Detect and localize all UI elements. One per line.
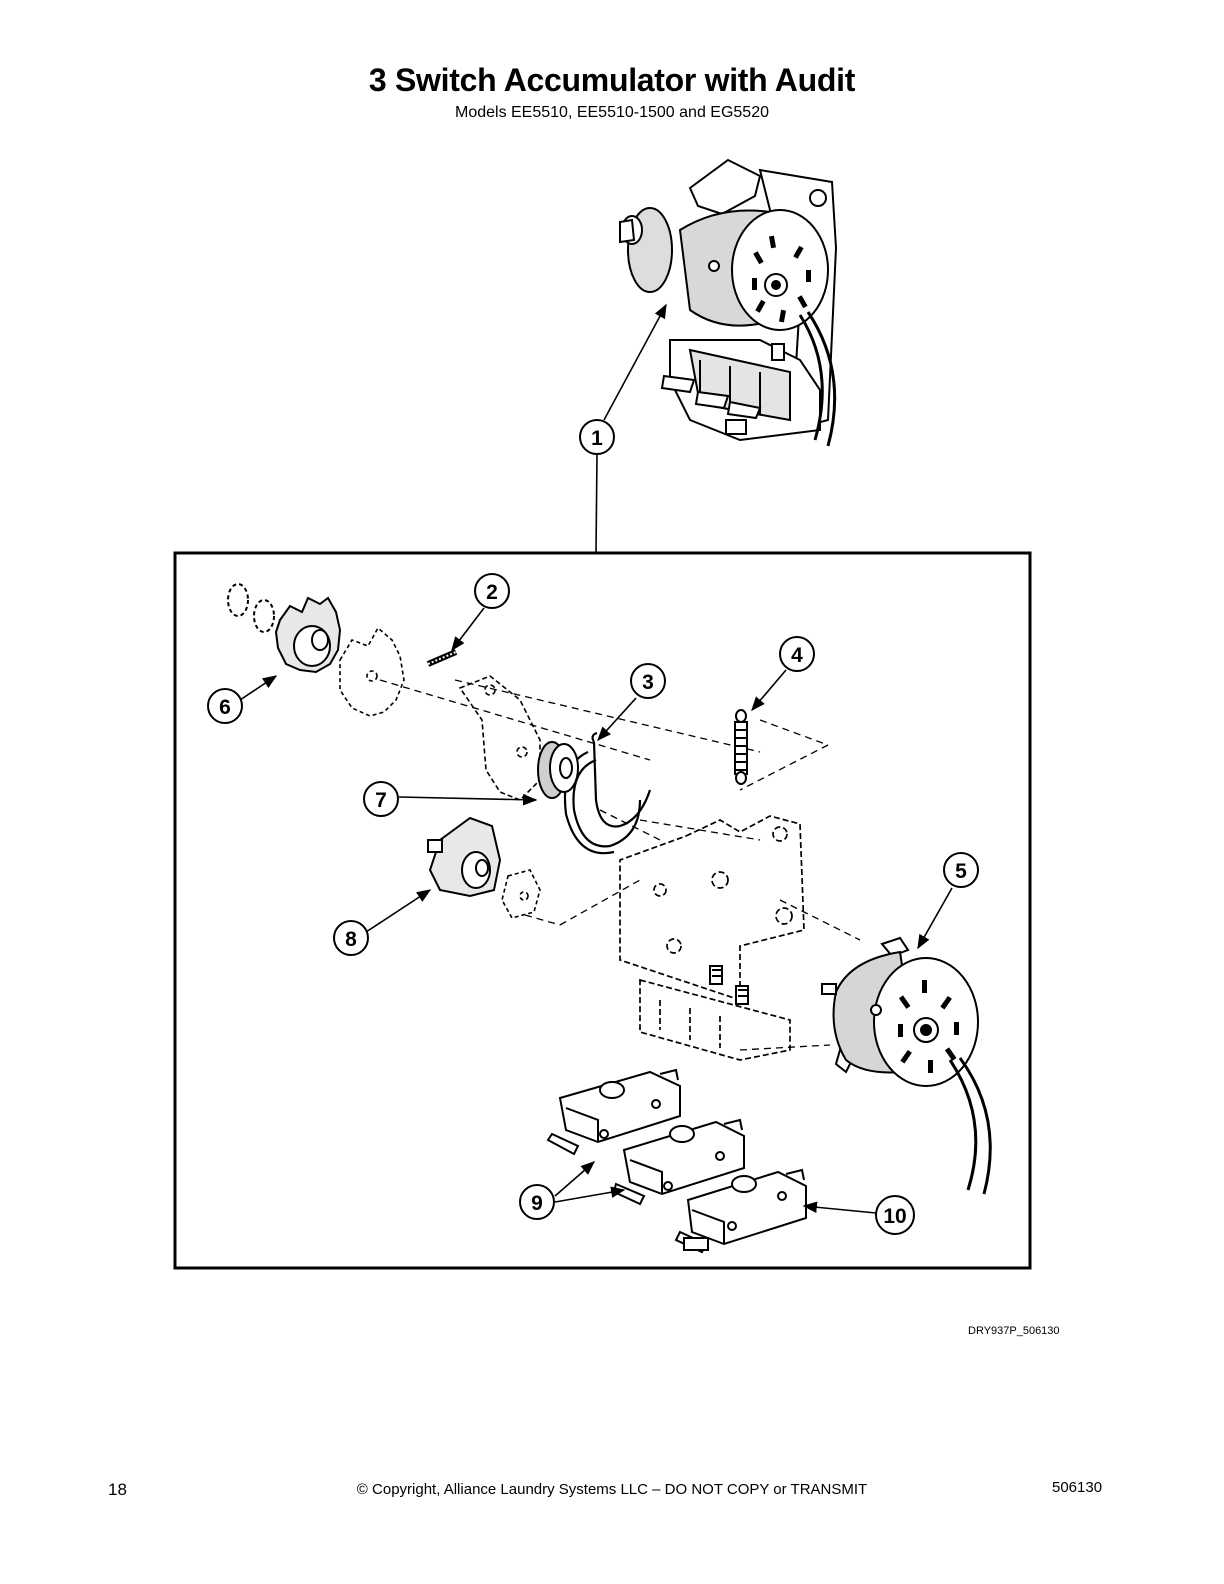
- part-9-switch-b: [612, 1118, 745, 1206]
- bracket-frame-ghost: [619, 815, 805, 1061]
- callout-8-circle: [333, 920, 369, 956]
- part-7-bushing: [537, 741, 579, 799]
- callout-2-circle: [474, 573, 510, 609]
- part-9-switch-a: [546, 1068, 681, 1156]
- callout-5-circle: [943, 852, 979, 888]
- part-10-switch: [674, 1168, 807, 1254]
- callout-leaders: [239, 607, 953, 1214]
- part-8-cam: [427, 816, 502, 898]
- callout-1-label: 1: [591, 427, 603, 450]
- callout-2-label: 2: [486, 581, 498, 604]
- gear-ghost: [339, 626, 405, 717]
- callout-3-label: 3: [642, 671, 654, 694]
- callout-8-label: 8: [345, 928, 357, 951]
- callout-1-leader: [595, 303, 667, 554]
- page-title: 3 Switch Accumulator with Audit: [368, 62, 856, 98]
- callout-5-label: 5: [955, 860, 967, 883]
- callout-10-circle: [875, 1195, 915, 1235]
- exploded-view-frame: [173, 551, 1032, 1270]
- lever-plate-ghost: [458, 675, 541, 801]
- callout-1-circle: [579, 419, 615, 455]
- callout-7-label: 7: [375, 789, 387, 812]
- part-5-motor: [821, 936, 992, 1195]
- callout-10-label: 10: [883, 1205, 906, 1228]
- part-6-cam-gear: [227, 583, 342, 674]
- figure-id: DRY937P_506130: [968, 1325, 1060, 1337]
- callout-4-circle: [779, 636, 815, 672]
- document-number: 506130: [1052, 1479, 1103, 1496]
- page-number: 18: [108, 1480, 127, 1499]
- part-3-torsion-spring: [563, 731, 652, 855]
- assembled-accumulator-illustration: [619, 158, 838, 447]
- assembly-guide-lines: [379, 679, 861, 1051]
- callout-4-label: 4: [791, 644, 803, 667]
- callout-6-label: 6: [219, 696, 231, 719]
- callout-6-circle: [207, 688, 243, 724]
- callout-3-circle: [630, 663, 666, 699]
- callout-7-circle: [363, 781, 399, 817]
- cam-ghost: [501, 869, 541, 919]
- screws: [709, 965, 749, 1005]
- callout-9-circle: [519, 1184, 555, 1220]
- copyright-notice: © Copyright, Alliance Laundry Systems LL…: [356, 1481, 868, 1498]
- part-4-extension-spring: [734, 709, 748, 785]
- callout-9-label: 9: [531, 1192, 543, 1215]
- page-subtitle: Models EE5510, EE5510-1500 and EG5520: [454, 104, 769, 121]
- part-2-small-spring: [426, 649, 458, 667]
